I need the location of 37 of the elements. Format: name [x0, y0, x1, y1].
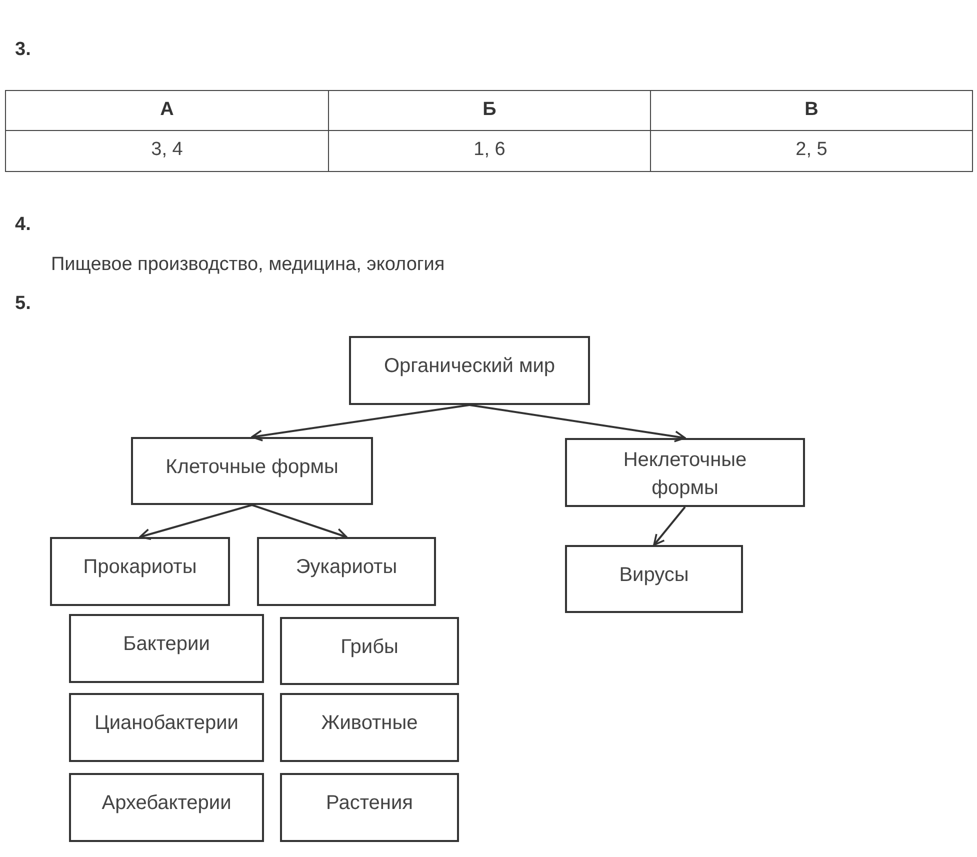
category-box — [280, 617, 459, 685]
section-number: 3. — [15, 39, 31, 61]
category-label: Животные — [321, 711, 418, 736]
category-box — [69, 693, 264, 762]
category-label: Бактерии — [123, 632, 210, 657]
category-box — [565, 545, 743, 613]
table-cell: 3, 4 — [5, 130, 329, 172]
category-label: Растения — [326, 791, 413, 816]
answer-text: Пищевое производство, медицина, экология — [51, 254, 445, 276]
arrow — [251, 404, 470, 442]
category-box — [50, 537, 230, 606]
table-header-cell: В — [650, 90, 973, 131]
category-label: Клеточные формы — [166, 455, 338, 480]
category-label: Органический мир — [384, 354, 556, 379]
section-number: 4. — [15, 214, 31, 236]
category-label: Цианобактерии — [94, 711, 238, 736]
arrow — [653, 506, 686, 546]
category-box — [257, 537, 436, 606]
category-label: Архебактерии — [102, 791, 232, 816]
category-label: Эукариоты — [296, 555, 398, 580]
category-box — [69, 614, 264, 683]
category-label: Неклеточные формы — [622, 448, 748, 501]
category-label: Грибы — [340, 635, 398, 660]
category-label: Прокариоты — [83, 555, 197, 580]
table-cell: 2, 5 — [650, 130, 973, 172]
arrow — [139, 504, 252, 540]
table-header-cell: А — [5, 90, 329, 131]
category-box — [349, 336, 590, 405]
arrow — [252, 504, 348, 540]
category-box — [131, 437, 373, 505]
arrow — [469, 404, 686, 442]
category-box — [280, 773, 459, 842]
category-label: Вирусы — [619, 563, 689, 588]
section-number: 5. — [15, 293, 31, 315]
category-box — [280, 693, 459, 762]
category-box — [69, 773, 264, 842]
category-box — [565, 438, 805, 507]
